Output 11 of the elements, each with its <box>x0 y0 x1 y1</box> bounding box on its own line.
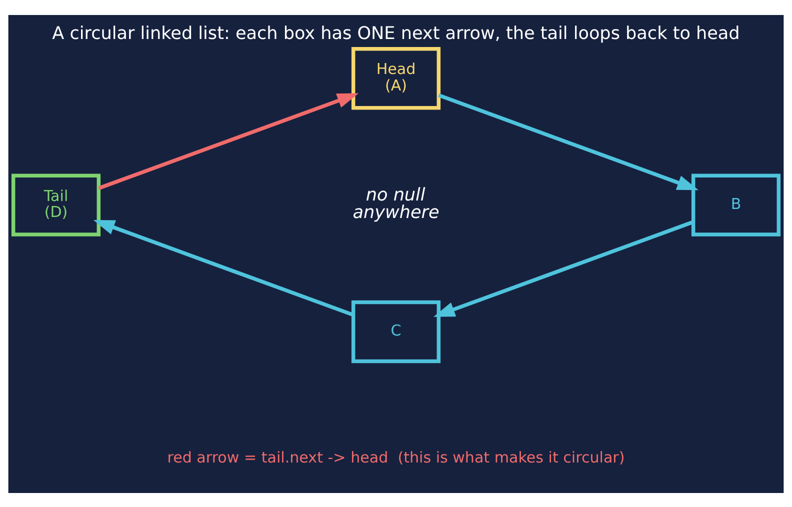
arrow <box>98 92 359 190</box>
arrow <box>433 220 694 316</box>
diagram-title: A circular linked list: each box has ONE next arrow, the tail loops back to head <box>52 24 740 44</box>
node-box: C <box>351 300 441 363</box>
arrow <box>93 219 354 316</box>
node-box: Head (A) <box>351 46 441 110</box>
arrow <box>438 92 699 190</box>
label: no null anywhere <box>352 184 440 222</box>
node-box: B <box>691 173 781 236</box>
node-box: Tail (D) <box>11 173 101 236</box>
caption: red arrow = tail.next -> head (this is what makes it circular) <box>167 448 625 466</box>
